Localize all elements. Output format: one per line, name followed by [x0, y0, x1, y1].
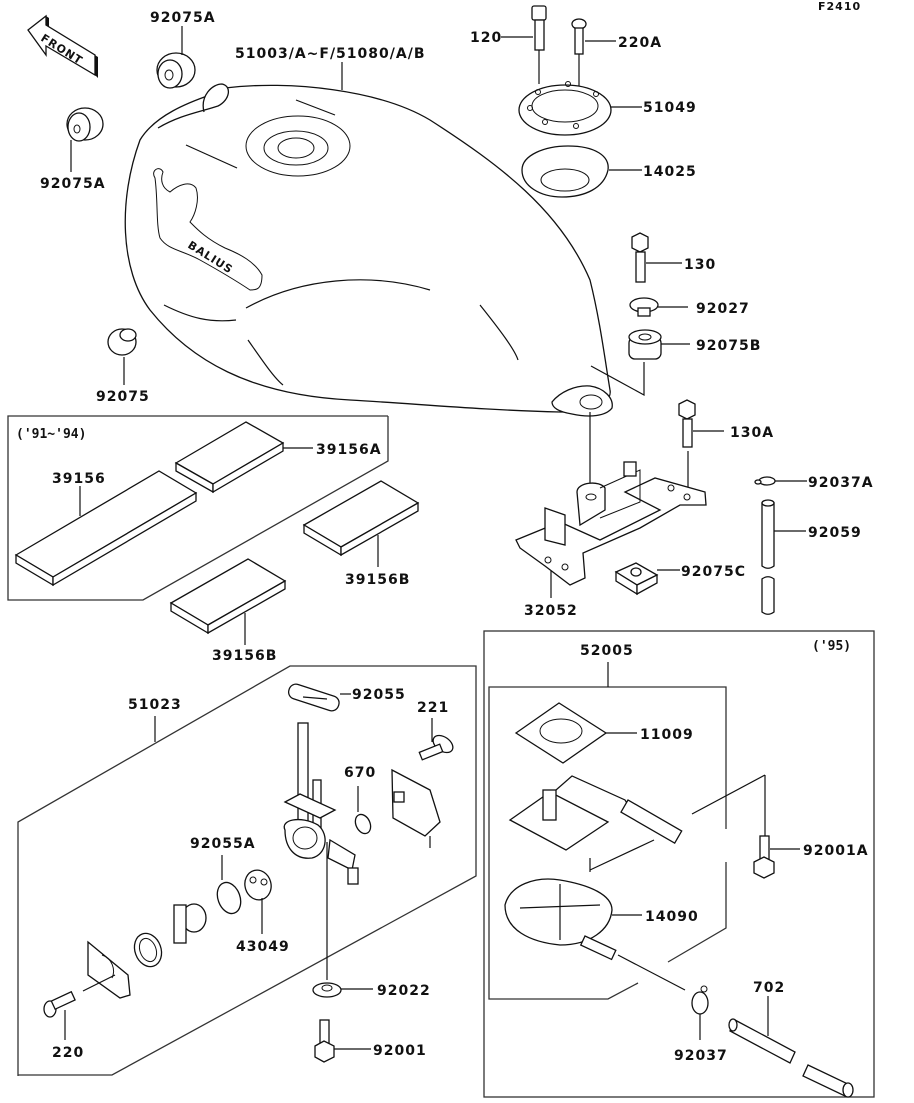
part-92059-hose [761, 499, 806, 615]
fuel-pump-group-note: ('95) [812, 639, 851, 654]
label-92037: 92037 [674, 1048, 728, 1064]
label-92027: 92027 [696, 301, 750, 317]
part-92075B-grommet [590, 329, 690, 397]
label-92022: 92022 [377, 983, 431, 999]
label-51023: 51023 [128, 697, 182, 713]
part-39156B-bottom-pad [169, 558, 287, 645]
label-92059: 92059 [808, 525, 862, 541]
label-92075A-left: 92075A [40, 176, 106, 192]
part-39156B-right-pad [302, 480, 420, 567]
pads-group-box [7, 415, 389, 601]
part-120-bolt [501, 5, 547, 84]
label-92001A: 92001A [803, 843, 869, 859]
label-220A: 220A [618, 35, 662, 51]
label-92001: 92001 [373, 1043, 427, 1059]
part-11009-gasket [514, 702, 637, 764]
label-43049: 43049 [236, 939, 290, 955]
label-52005: 52005 [580, 643, 634, 659]
part-lever-plate [82, 940, 131, 999]
part-92037-clip [691, 985, 709, 1040]
label-51049: 51049 [643, 100, 697, 116]
part-39156-pad [14, 470, 198, 587]
part-92055-gasket [287, 683, 351, 712]
label-92037A: 92037A [808, 475, 874, 491]
part-220-screw [43, 990, 76, 1040]
part-92001-bolt [314, 1019, 371, 1063]
label-92055: 92055 [352, 687, 406, 703]
part-702-hose [728, 996, 854, 1098]
label-92075A-top: 92075A [150, 10, 216, 26]
part-fuel-tap-body [283, 722, 359, 980]
part-92027-collar [629, 297, 688, 317]
part-43049-gasket [244, 869, 272, 934]
label-92075C: 92075C [681, 564, 746, 580]
part-92075-damper [107, 328, 137, 385]
label-221: 221 [417, 700, 449, 716]
label-39156: 39156 [52, 471, 106, 487]
front-arrow-icon: FRONT [27, 14, 98, 78]
label-670: 670 [344, 765, 376, 781]
part-130A-bolt [678, 399, 724, 497]
part-92001A-bolt [753, 775, 800, 879]
label-120: 120 [470, 30, 502, 46]
label-130A: 130A [730, 425, 774, 441]
label-92075: 92075 [96, 389, 150, 405]
part-14090-filter [504, 878, 686, 991]
part-cover-plate [391, 768, 441, 848]
label-14090: 14090 [645, 909, 699, 925]
part-92055A-oring [216, 855, 242, 915]
part-float-assembly [508, 774, 766, 872]
label-39156B-bottom: 39156B [212, 648, 277, 664]
fuel-pump-group-box [483, 630, 875, 1098]
part-39156A-pad [174, 421, 313, 494]
part-14025-ring [521, 145, 642, 198]
label-51003: 51003/A~F/51080/A/B [235, 46, 426, 62]
part-92022-washer [312, 982, 373, 998]
part-92075A-top [156, 26, 196, 89]
label-702: 702 [753, 980, 785, 996]
label-220: 220 [52, 1045, 84, 1061]
figure-id: F2410 [818, 0, 861, 13]
label-39156A: 39156A [316, 442, 382, 458]
part-32052-bracket [515, 412, 707, 598]
pump-assembly-box [488, 662, 727, 1000]
label-92075B: 92075B [696, 338, 761, 354]
label-92055A: 92055A [190, 836, 256, 852]
part-220A-screw [571, 18, 616, 98]
label-11009: 11009 [640, 727, 694, 743]
label-14025: 14025 [643, 164, 697, 180]
label-39156B-right: 39156B [345, 572, 410, 588]
fuel-tank: BALIUS [124, 62, 613, 417]
part-51049-cap [518, 81, 642, 136]
part-130-bolt [631, 232, 682, 283]
pads-group-note: ('91~'94) [16, 427, 86, 442]
part-fuel-tap-lever [173, 903, 207, 944]
part-221-screw [418, 718, 454, 761]
part-92075A-left [66, 107, 104, 172]
part-670-oring [354, 786, 372, 835]
fuel-tap-group-box [17, 665, 477, 1076]
part-seal-ring [133, 932, 163, 968]
part-92037A-clip [754, 476, 807, 486]
label-32052: 32052 [524, 603, 578, 619]
part-92075C-damper [614, 562, 680, 596]
label-130: 130 [684, 257, 716, 273]
